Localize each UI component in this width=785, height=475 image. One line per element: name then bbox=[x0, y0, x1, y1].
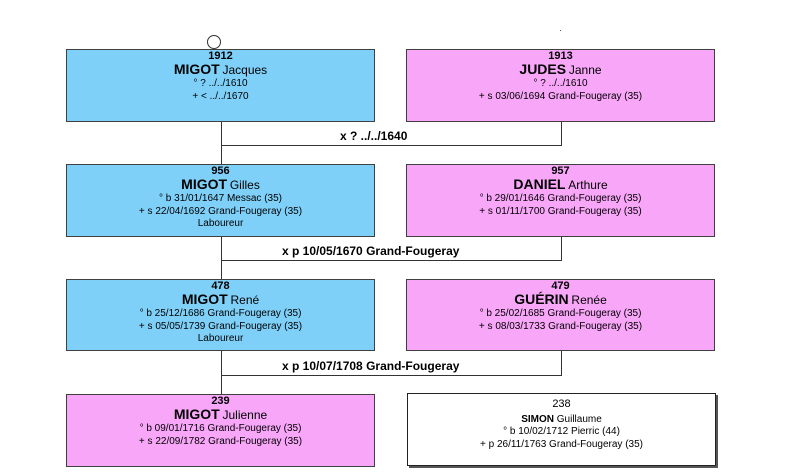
person-name: MIGOT Julienne bbox=[173, 405, 268, 422]
person-name: MIGOT René bbox=[181, 290, 260, 307]
marker-dot bbox=[560, 30, 561, 31]
marriage-label: x ? ../../1640 bbox=[340, 129, 408, 143]
connector-line bbox=[221, 350, 222, 395]
person-name: MIGOT Jacques bbox=[173, 60, 268, 77]
birth-line: ° b 29/01/1646 Grand-Fougeray (35) bbox=[479, 193, 642, 204]
birth-line: ° ? ../../1610 bbox=[533, 78, 588, 89]
death-line: + < ../../1670 bbox=[192, 90, 249, 102]
connector-line bbox=[221, 121, 222, 166]
connector-line bbox=[561, 121, 562, 145]
person-box-1913[interactable]: 1913 JUDES Janne ° ? ../../1610 + s 03/0… bbox=[406, 49, 715, 122]
sosa-number: 1912 bbox=[208, 50, 233, 62]
connector-line bbox=[221, 260, 562, 261]
sosa-number: 957 bbox=[551, 165, 570, 177]
birth-line: ° b 25/02/1685 Grand-Fougeray (35) bbox=[479, 308, 642, 319]
birth-line: ° b 25/12/1686 Grand-Fougeray (35) bbox=[139, 308, 302, 319]
death-line: + s 05/05/1739 Grand-Fougeray (35) bbox=[138, 320, 303, 332]
marriage-label: x p 10/07/1708 Grand-Fougeray bbox=[282, 359, 460, 373]
person-name: MIGOT Gilles bbox=[181, 175, 260, 192]
sosa-number: 1913 bbox=[548, 50, 573, 62]
person-box-1912[interactable]: 1912 MIGOT Jacques ° ? ../../1610 + < ..… bbox=[66, 49, 375, 122]
person-box-957[interactable]: 957 DANIEL Arthure ° b 29/01/1646 Grand-… bbox=[406, 164, 715, 237]
occupation-line: Laboureur bbox=[197, 218, 244, 229]
person-box-956[interactable]: 956 MIGOT Gilles ° b 31/01/1647 Messac (… bbox=[66, 164, 375, 237]
connector-line bbox=[561, 350, 562, 375]
death-line: + s 03/06/1694 Grand-Fougeray (35) bbox=[478, 90, 643, 102]
person-box-478[interactable]: 478 MIGOT René ° b 25/12/1686 Grand-Foug… bbox=[66, 279, 375, 351]
connector-line bbox=[221, 236, 222, 281]
birth-line: ° b 09/01/1716 Grand-Fougeray (35) bbox=[139, 423, 302, 434]
death-line: + p 26/11/1763 Grand-Fougeray (35) bbox=[480, 438, 643, 450]
person-box-479[interactable]: 479 GUÉRIN Renée ° b 25/02/1685 Grand-Fo… bbox=[406, 279, 715, 351]
sosa-number: 238 bbox=[552, 398, 571, 410]
death-line: + s 08/03/1733 Grand-Fougeray (35) bbox=[478, 320, 643, 332]
birth-line: ° ? ../../1610 bbox=[193, 78, 248, 89]
occupation-line: Laboureur bbox=[197, 333, 244, 344]
death-line: + s 22/04/1692 Grand-Fougeray (35) bbox=[138, 205, 303, 217]
sosa-number: 478 bbox=[211, 280, 230, 292]
birth-line: ° b 31/01/1647 Messac (35) bbox=[159, 193, 282, 204]
person-name: GUÉRIN Renée bbox=[514, 290, 607, 307]
person-name: JUDES Janne bbox=[519, 60, 602, 77]
sosa-number: 956 bbox=[211, 165, 230, 177]
person-box-238[interactable]: 238 SIMON Guillaume ° b 10/02/1712 Pierr… bbox=[407, 393, 716, 466]
connector-line bbox=[221, 145, 562, 146]
root-marker-circle bbox=[207, 35, 221, 49]
sosa-number: 479 bbox=[551, 280, 570, 292]
marriage-label: x p 10/05/1670 Grand-Fougeray bbox=[282, 244, 460, 258]
person-name: DANIEL Arthure bbox=[513, 175, 608, 192]
birth-line: ° b 10/02/1712 Pierric (44) bbox=[503, 426, 620, 437]
sosa-number: 239 bbox=[211, 395, 230, 407]
death-line: + s 22/09/1782 Grand-Fougeray (35) bbox=[138, 435, 303, 447]
person-box-239[interactable]: 239 MIGOT Julienne ° b 09/01/1716 Grand-… bbox=[66, 394, 375, 467]
connector-line bbox=[561, 236, 562, 260]
connector-line bbox=[221, 375, 562, 376]
death-line: + s 01/11/1700 Grand-Fougeray (35) bbox=[479, 205, 642, 217]
person-name: SIMON Guillaume bbox=[521, 413, 602, 425]
